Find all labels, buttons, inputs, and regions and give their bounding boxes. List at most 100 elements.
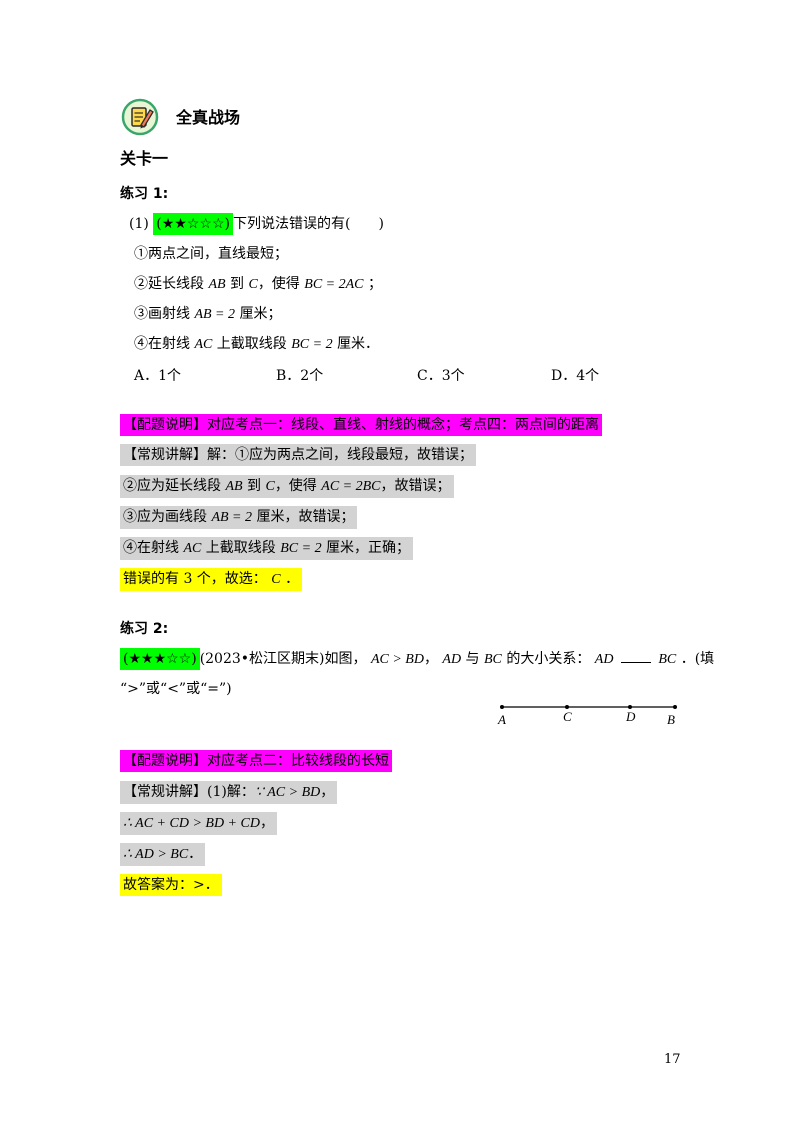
- math-ac: AC: [194, 337, 213, 352]
- answer-2: 故答案为：>．: [120, 874, 222, 896]
- explanation-text: ④在射线: [123, 540, 179, 556]
- math-ad: AD: [442, 652, 462, 667]
- answer-text: 故答案为：>．: [120, 874, 222, 896]
- segment-figure: A C D B: [497, 705, 677, 727]
- exercise-1-title: 练习 1:: [120, 186, 169, 202]
- question-1-line: (1) (★★☆☆☆)下列说法错误的有( ): [129, 213, 384, 235]
- question-text: ．(填: [680, 651, 715, 667]
- page-number: 17: [664, 1052, 681, 1067]
- explanation-highlight: ③应为画线段 AB = 2 厘米，故错误；: [120, 506, 358, 529]
- option-b: B．2个: [276, 368, 324, 384]
- math-ab: AB: [225, 479, 243, 494]
- explanation-text: ，故错误；: [380, 478, 451, 494]
- math-ac: AC: [183, 541, 202, 556]
- peiti-text: 【配题说明】对应考点一：线段、直线、射线的概念；考点四：两点间的距离: [120, 414, 602, 436]
- math-c: C: [248, 277, 258, 292]
- statement-2-text: ②延长线段: [134, 276, 204, 292]
- explanation-2-line-3: ∴ AD > BC．: [120, 843, 206, 866]
- statement-3-text: ③画射线: [134, 306, 190, 322]
- peiti-note-2: 【配题说明】对应考点二：比较线段的长短: [120, 750, 392, 772]
- peiti-note-1: 【配题说明】对应考点一：线段、直线、射线的概念；考点四：两点间的距离: [120, 414, 602, 436]
- statement-3-text: 厘米；: [239, 306, 282, 322]
- explanation-text: ．: [188, 846, 203, 862]
- statement-4-text: ④在射线: [134, 336, 190, 352]
- statement-4-text: 上截取线段: [216, 336, 287, 352]
- point-d: [628, 705, 632, 709]
- math-c: C: [271, 572, 281, 587]
- label-c: C: [563, 709, 572, 724]
- explanation-highlight: ∴ AD > BC．: [120, 843, 206, 866]
- pencil-note-icon: [121, 98, 159, 136]
- point-c: [565, 705, 569, 709]
- explanation-text: 厘米，正确；: [326, 540, 411, 556]
- statement-1: ①两点之间，直线最短；: [134, 246, 288, 262]
- explanation-highlight: ④在射线 AC 上截取线段 BC = 2 厘米，正确；: [120, 537, 414, 560]
- math-bc: BC: [483, 652, 502, 667]
- explanation-2-line-2: ∴ AC + CD > BD + CD，: [120, 812, 277, 835]
- statement-3: ③画射线 AB = 2 厘米；: [134, 303, 281, 326]
- explanation-1-line-4: ④在射线 AC 上截取线段 BC = 2 厘米，正确；: [120, 537, 414, 560]
- question-text: 与: [465, 651, 480, 667]
- answer-text: ．: [285, 571, 300, 587]
- statement-4-text: 厘米．: [337, 336, 380, 352]
- exercise-2-title: 练习 2:: [120, 621, 169, 637]
- explanation-highlight: ②应为延长线段 AB 到 C，使得 AC = 2BC，故错误；: [120, 475, 454, 498]
- explanation-text: 【常规讲解】(1)解：: [123, 784, 255, 800]
- label-a: A: [497, 712, 506, 727]
- label-d: D: [625, 709, 636, 724]
- question-number: (1): [129, 216, 149, 232]
- explanation-text: 厘米，故错误；: [256, 509, 355, 525]
- explanation-text: ，使得: [274, 478, 317, 494]
- question-text: ，: [423, 651, 438, 667]
- question-text: 的大小关系：: [506, 651, 591, 667]
- answer-text: 错误的有 3 个，故选：: [123, 571, 267, 587]
- math-ad: AD: [594, 652, 614, 667]
- math-equation: AB = 2: [211, 510, 253, 525]
- option-a: A．1个: [134, 368, 182, 384]
- label-b: B: [667, 712, 675, 727]
- statement-2-text: 到: [230, 276, 245, 292]
- math-equation: BC = 2: [280, 541, 322, 556]
- answer-1: 错误的有 3 个，故选： C ．: [120, 568, 303, 591]
- answer-blank: [620, 648, 651, 663]
- math-step: ∵ AC > BD: [254, 785, 321, 800]
- math-c: C: [265, 479, 275, 494]
- answer-highlight: 错误的有 3 个，故选： C ．: [120, 568, 303, 591]
- question-source: (2023•松江区期末)如图，: [199, 651, 367, 667]
- question-2-line-2: “>”或“<”或“=”): [120, 681, 232, 697]
- explanation-highlight: 【常规讲解】(1)解：∵ AC > BD，: [120, 781, 338, 804]
- statement-2: ②延长线段 AB 到 C，使得 BC = 2AC ；: [134, 273, 382, 296]
- explanation-text: ，: [320, 784, 335, 800]
- math-step: ∴ AD > BC: [123, 847, 189, 862]
- section-title: 全真战场: [176, 108, 241, 127]
- explanation-text: ③应为画线段: [123, 509, 207, 525]
- option-d: D．4个: [551, 368, 600, 384]
- math-equation: AB = 2: [194, 307, 236, 322]
- explanation-text: 到: [247, 478, 262, 494]
- peiti-text: 【配题说明】对应考点二：比较线段的长短: [120, 750, 392, 772]
- math-step: ∴ AC + CD > BD + CD: [123, 816, 260, 831]
- explanation-text: 上截取线段: [205, 540, 276, 556]
- option-c: C．3个: [417, 368, 465, 384]
- math-equation: BC = 2AC: [304, 277, 364, 292]
- difficulty-stars: (★★★☆☆): [120, 648, 200, 670]
- math-equation: BC = 2: [291, 337, 333, 352]
- statement-2-text: ；: [367, 276, 382, 292]
- explanation-text: ，: [259, 815, 274, 831]
- math-equation: AC = 2BC: [321, 479, 381, 494]
- math-condition: AC > BD: [370, 652, 424, 667]
- question-2-line-1: (★★★☆☆)(2023•松江区期末)如图， AC > BD， AD 与 BC …: [120, 648, 714, 671]
- explanation-text: ②应为延长线段: [123, 478, 221, 494]
- statement-4: ④在射线 AC 上截取线段 BC = 2 厘米．: [134, 333, 379, 356]
- point-a: [500, 705, 504, 709]
- explanation-1-line-2: ②应为延长线段 AB 到 C，使得 AC = 2BC，故错误；: [120, 475, 454, 498]
- question-stem: 下列说法错误的有( ): [232, 216, 384, 232]
- math-bc: BC: [658, 652, 677, 667]
- explanation-1-line-3: ③应为画线段 AB = 2 厘米，故错误；: [120, 506, 358, 529]
- point-b: [673, 705, 677, 709]
- level-heading: 关卡一: [120, 149, 169, 168]
- explanation-highlight: ∴ AC + CD > BD + CD，: [120, 812, 277, 835]
- math-ab: AB: [208, 277, 226, 292]
- explanation-2-line-1: 【常规讲解】(1)解：∵ AC > BD，: [120, 781, 338, 804]
- explanation-text: 【常规讲解】解：①应为两点之间，线段最短，故错误；: [120, 444, 476, 466]
